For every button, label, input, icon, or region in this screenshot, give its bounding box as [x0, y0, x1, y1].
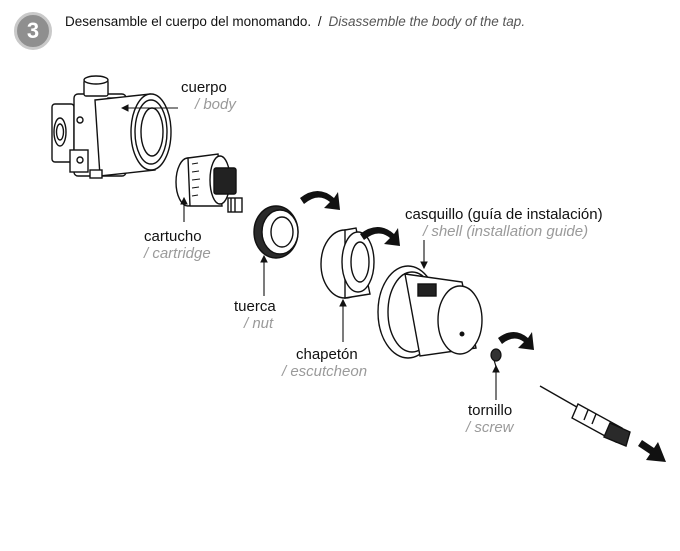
escutcheon-drawing [320, 227, 375, 299]
valve-body-drawing [51, 75, 172, 179]
label-nut-es: tuerca [234, 298, 276, 315]
rotation-arrow-icon [498, 332, 534, 350]
label-screw-en: / screw [466, 419, 514, 436]
screwdriver-icon [539, 385, 631, 447]
label-nut-en: / nut [244, 315, 274, 332]
label-escutcheon-en: / escutcheon [282, 363, 368, 380]
label-screw-es: tornillo [468, 402, 513, 419]
leader-lines [120, 104, 500, 400]
instruction-es: Desensamble el cuerpo del monomando. [65, 14, 312, 29]
exit-arrow-icon [638, 440, 666, 462]
label-shell: casquillo (guía de instalación) / shell … [405, 206, 603, 240]
step-number: 3 [26, 18, 40, 43]
instruction-text: Desensamble el cuerpo del monomando. / D… [65, 14, 525, 29]
instruction-separator: / [317, 14, 322, 29]
step-number-badge: 3 [14, 12, 52, 50]
label-shell-es: casquillo (guía de instalación) [405, 206, 603, 223]
label-body-en: / body [195, 96, 236, 113]
cartridge-drawing [175, 153, 243, 213]
label-shell-en: / shell (installation guide) [423, 223, 589, 240]
shell-drawing [377, 265, 483, 359]
label-escutcheon-es: chapetón [296, 346, 358, 363]
label-cartridge-en: / cartridge [144, 245, 211, 262]
label-body-es: cuerpo [181, 79, 227, 96]
label-cartridge-es: cartucho [144, 228, 202, 245]
label-escutcheon: chapetón / escutcheon [282, 346, 367, 380]
rotation-arrow-icon [300, 191, 340, 210]
label-body: cuerpo / body [181, 79, 236, 113]
label-cartridge: cartucho / cartridge [144, 228, 211, 262]
nut-drawing [253, 205, 299, 259]
rotation-arrow-icon [360, 227, 400, 246]
label-screw: tornillo / screw [466, 402, 514, 436]
label-nut: tuerca / nut [234, 298, 276, 332]
instruction-en: Disassemble the body of the tap. [328, 14, 526, 29]
